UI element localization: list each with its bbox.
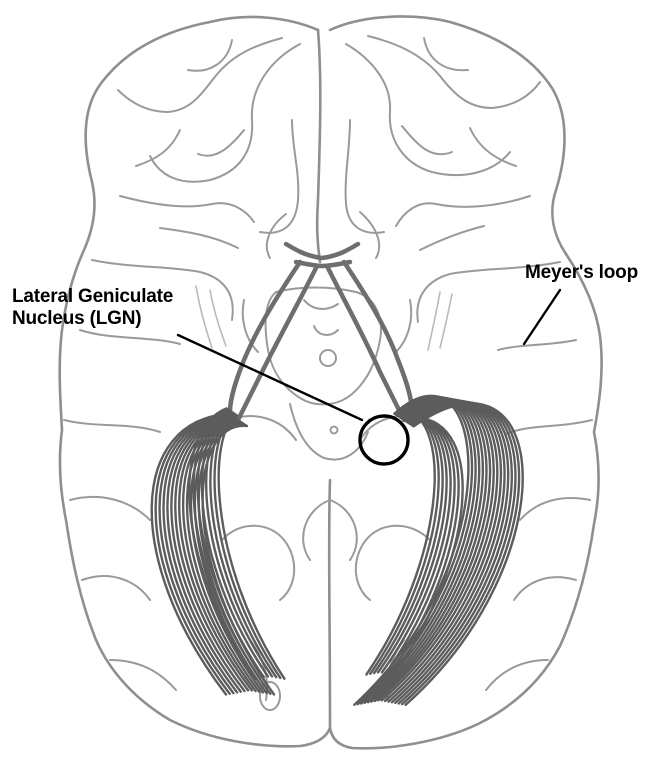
longitudinal-fissure-posterior (329, 480, 330, 728)
longitudinal-fissure (317, 30, 320, 262)
lgn-label-line2: Nucleus (LGN) (12, 308, 173, 330)
optic-pathway (230, 244, 412, 420)
optic-radiation-left (152, 408, 285, 694)
meyers-loop-pointer-line (524, 290, 560, 344)
left-hemisphere-outline (60, 17, 330, 746)
frontal-gyri-right (346, 36, 540, 258)
optic-radiation-right (354, 396, 522, 705)
frontal-gyri-left (118, 38, 300, 258)
lgn-label-line1: Lateral Geniculate (12, 286, 173, 308)
lgn-highlight-circle (360, 416, 408, 464)
meyers-loop-label: Meyer's loop (525, 262, 638, 284)
lgn-pointer-line (178, 335, 362, 420)
lgn-label: Lateral Geniculate Nucleus (LGN) (12, 286, 173, 330)
